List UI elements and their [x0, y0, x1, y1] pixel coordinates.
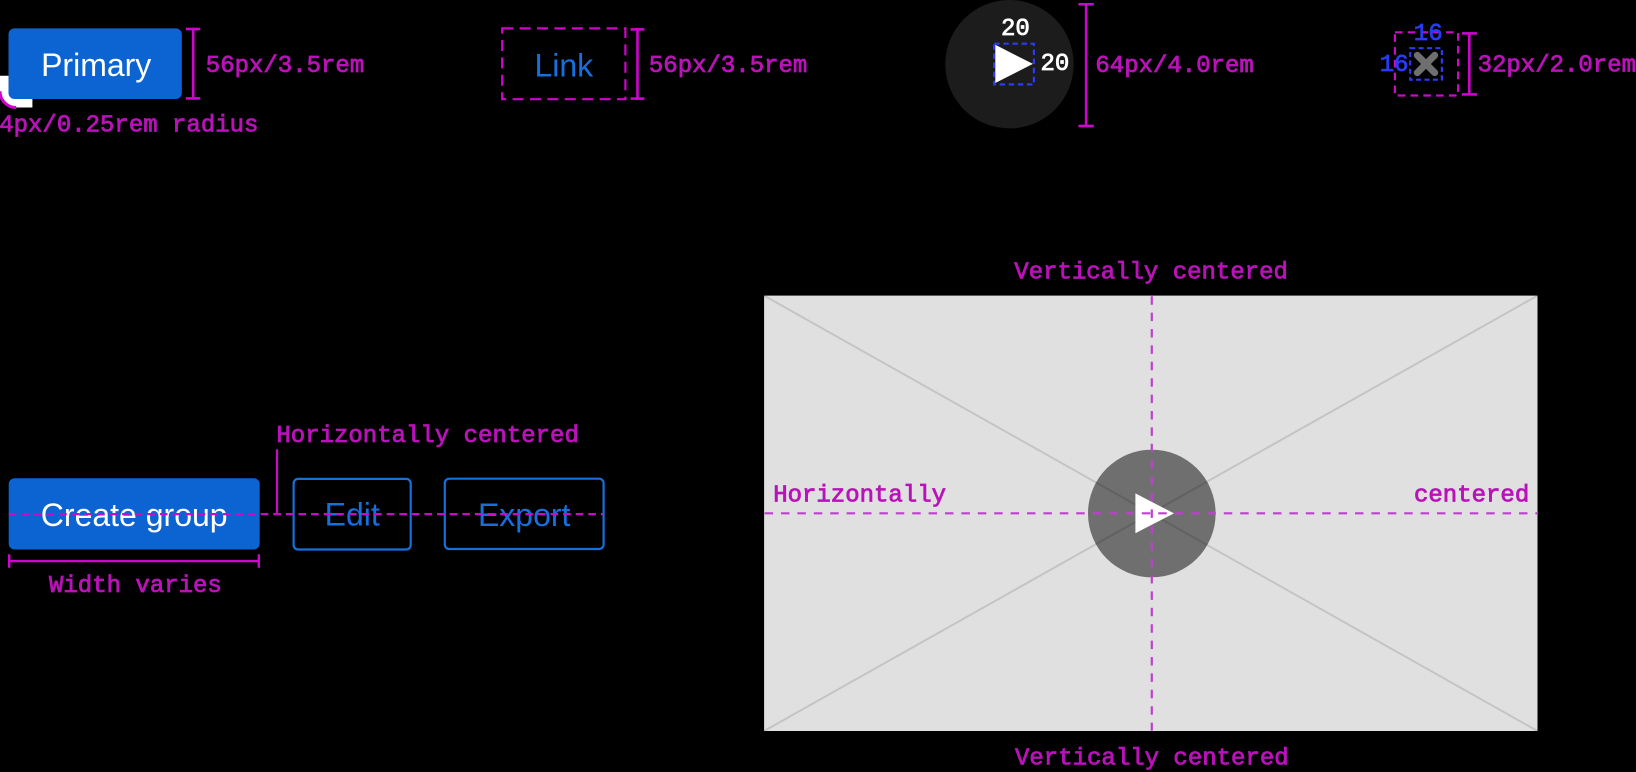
svg-text:Vertically centered: Vertically centered: [1015, 746, 1289, 772]
svg-text:4px/0.25rem radius: 4px/0.25rem radius: [0, 112, 258, 139]
svg-text:Width varies: Width varies: [49, 573, 222, 600]
svg-text:64px/4.0rem: 64px/4.0rem: [1095, 53, 1253, 80]
svg-text:centered: centered: [1414, 483, 1529, 510]
svg-text:16: 16: [1414, 21, 1443, 48]
svg-text:56px/3.5rem: 56px/3.5rem: [649, 53, 807, 80]
svg-text:Vertically centered: Vertically centered: [1014, 259, 1288, 286]
svg-text:Horizontally centered: Horizontally centered: [276, 423, 578, 450]
svg-text:56px/3.5rem: 56px/3.5rem: [206, 53, 364, 80]
svg-text:20: 20: [1001, 16, 1030, 43]
svg-text:Primary: Primary: [41, 47, 151, 83]
svg-text:32px/2.0rem: 32px/2.0rem: [1478, 53, 1636, 80]
svg-text:20: 20: [1041, 51, 1070, 78]
svg-text:Horizontally: Horizontally: [773, 483, 946, 510]
svg-text:16: 16: [1380, 52, 1409, 79]
svg-text:Link: Link: [534, 47, 594, 83]
